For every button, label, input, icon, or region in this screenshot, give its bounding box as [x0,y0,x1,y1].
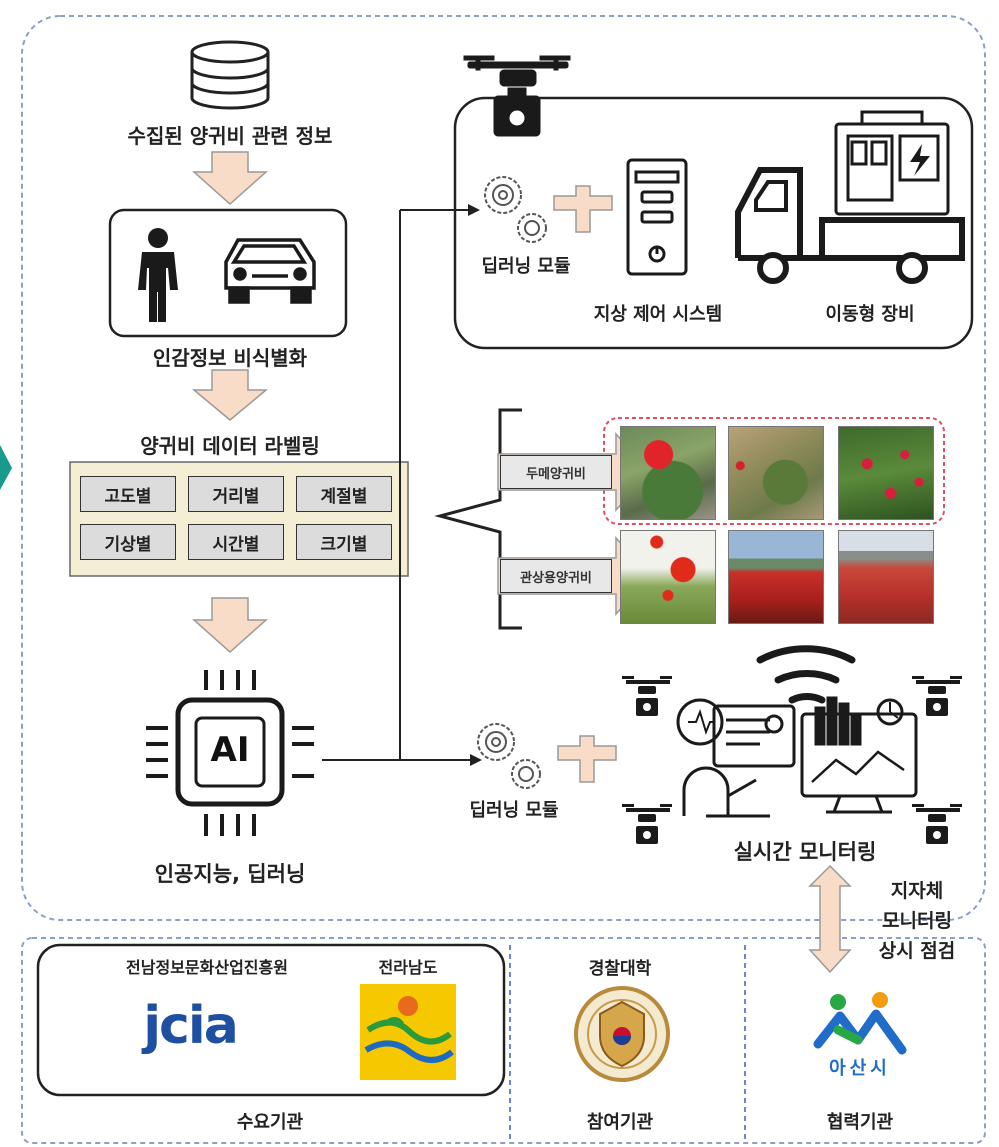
arrow-down-2 [191,369,269,421]
small-drone-icon [622,804,672,844]
poppy-photo [728,426,824,520]
top-right-box [453,96,974,350]
asan-logo-icon [813,992,907,1055]
poppy-photo [620,426,716,520]
double-arrow-icon [808,864,852,974]
jcia-org-name: 전남정보문화산업진흥원 [126,958,288,977]
poppy-type-tag: 두메양귀비 [500,455,612,489]
teal-marker-icon [0,445,12,490]
arrow-down-1 [192,151,268,206]
participant-caption: 참여기관 [586,1112,654,1133]
database-icon [190,40,270,110]
labeling-title: 양귀비 데이터 라벨링 [140,434,320,458]
server-icon [626,158,688,276]
mobile-equipment-label: 이동형 장비 [825,304,915,325]
drone-camera-icon [463,55,571,137]
demand-caption: 수요기관 [236,1112,304,1133]
poppy-photo [620,530,716,624]
monitoring-label: 실시간 모니터링 [733,840,877,864]
person-icon [138,228,178,322]
jcia-logo: jcia [143,996,239,1056]
plus-icon [553,185,613,233]
inspection-line: 상시 점검 [878,940,956,962]
arrow-down-3 [192,597,268,654]
car-icon [224,238,316,304]
police-emblem-icon [574,986,670,1082]
top-module-label: 딥러닝 모듈 [481,256,571,277]
label-cell-time: 시간별 [188,524,284,560]
monitoring-line: 모니터링 [882,910,952,932]
plus-icon [557,735,617,783]
ai-caption: 인공지능, 딥러닝 [154,862,306,886]
small-drone-icon [912,676,962,716]
label-cell-weather: 기상별 [80,524,176,560]
ai-chip-text: AI [210,730,250,770]
arrowhead-bottom [470,754,482,766]
wifi-icon [756,645,856,704]
jeonnam-org-name: 전라남도 [378,958,438,977]
ground-system-label: 지상 제어 시스템 [593,304,723,325]
org-dashed-frame [21,937,986,1144]
poppy-type-tag: 관상용양귀비 [500,559,612,593]
police-org-name: 경찰대학 [588,959,652,979]
local-gov-line: 지자체 [890,880,944,902]
ai-chip-icon [146,670,314,836]
label-cell-altitude: 고도별 [80,476,176,512]
partner-caption: 협력기관 [826,1112,894,1133]
poppy-photo [838,426,934,520]
generator-icon [834,110,950,216]
gear-icon [484,176,547,243]
asan-logo-text: 아산시 [829,1058,891,1079]
monitoring-operator-icon [676,698,796,818]
truck-icon [735,167,965,284]
gear-icon [477,723,541,789]
analytics-screen-icon [800,696,918,814]
deidentify-label: 인감정보 비식별화 [152,346,308,370]
bracket [434,408,522,630]
connector-lines [322,209,470,761]
label-cell-distance: 거리별 [188,476,284,512]
small-drone-icon [622,676,672,716]
demand-org-box [36,943,506,1097]
label-cell-size: 크기별 [296,524,392,560]
small-drone-icon [912,804,962,844]
label-cell-season: 계절별 [296,476,392,512]
jeonnam-logo-icon [360,984,456,1080]
collected-info-label: 수집된 양귀비 관련 정보 [127,124,333,148]
main-dashed-frame [21,15,986,921]
bottom-module-label: 딥러닝 모듈 [469,800,559,821]
arrowhead-top [468,204,480,216]
person-car-box [108,208,348,338]
poppy-photo [838,530,934,624]
poppy-photo [728,530,824,624]
